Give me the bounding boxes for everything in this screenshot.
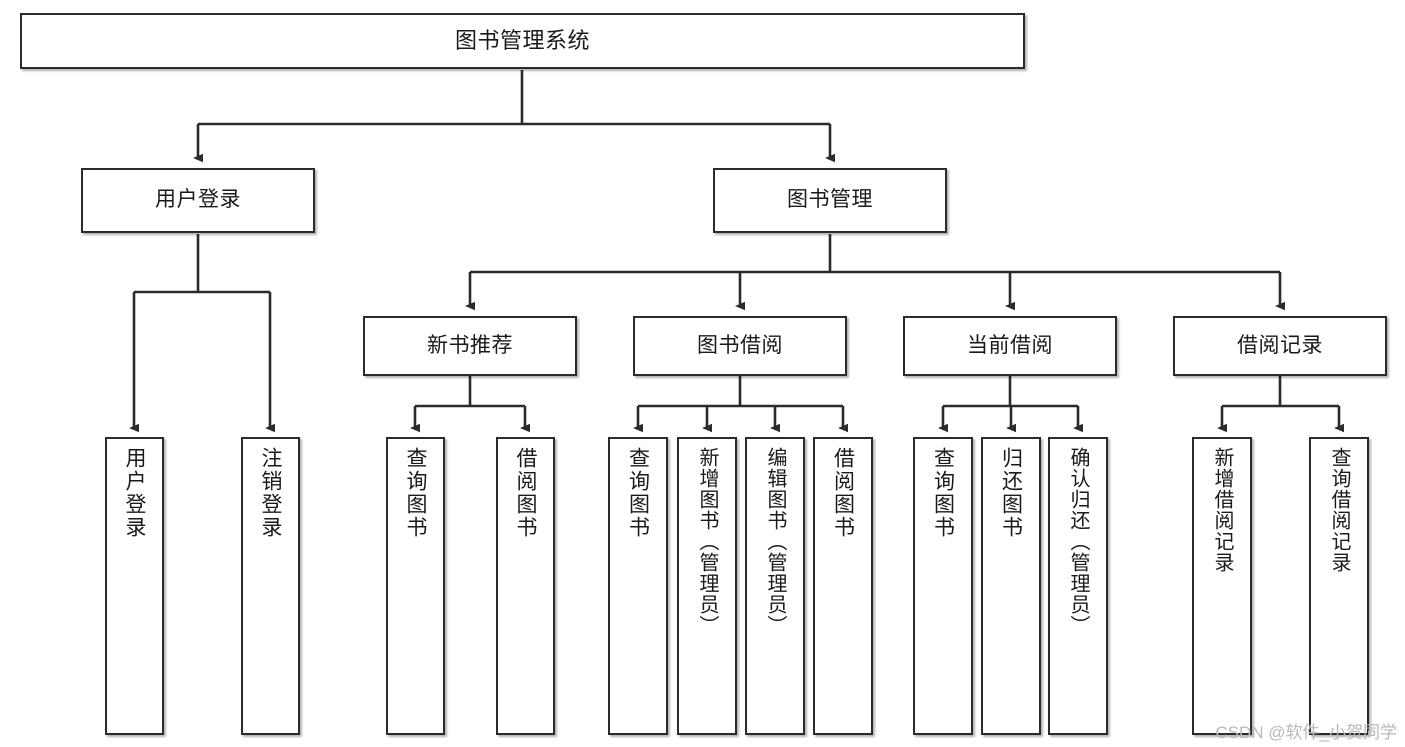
node-label: 查询图书 [404, 447, 427, 539]
node-label: 图书借阅 [697, 333, 783, 357]
node-label: 新书推荐 [427, 333, 513, 357]
node-leaf-add-borrow-record[interactable]: 新增借阅记录 [1192, 437, 1252, 735]
node-leaf-query-book-borrow[interactable]: 查询图书 [608, 437, 668, 735]
node-book-borrowing[interactable]: 图书借阅 [633, 316, 847, 376]
node-label: 查询图书 [931, 447, 955, 539]
node-leaf-borrow-book-borrow[interactable]: 借阅图书 [813, 437, 873, 735]
node-root-book-management-system[interactable]: 图书管理系统 [20, 13, 1025, 69]
node-book-management[interactable]: 图书管理 [713, 168, 947, 233]
node-new-book-recommendation[interactable]: 新书推荐 [363, 316, 577, 376]
node-label: 注销登录 [259, 447, 282, 539]
node-leaf-query-borrow-record[interactable]: 查询借阅记录 [1309, 437, 1369, 735]
node-leaf-borrow-book-recommend[interactable]: 借阅图书 [496, 437, 555, 735]
node-label: 借阅图书 [831, 447, 855, 539]
node-leaf-confirm-return-admin[interactable]: 确认归还（管理员） [1048, 437, 1108, 735]
node-label: 新增图书（管理员） [696, 447, 718, 636]
node-leaf-add-book-admin[interactable]: 新增图书（管理员） [677, 437, 737, 735]
node-label: 查询借阅记录 [1328, 447, 1350, 573]
node-label: 归还图书 [999, 447, 1023, 539]
node-label: 查询图书 [626, 447, 650, 539]
node-leaf-query-book-current[interactable]: 查询图书 [913, 437, 973, 735]
node-label: 用户登录 [155, 188, 241, 212]
node-label: 图书管理系统 [454, 28, 590, 54]
node-label: 借阅记录 [1237, 333, 1323, 357]
node-label: 借阅图书 [514, 447, 537, 539]
node-label: 图书管理 [787, 188, 873, 212]
node-user-login[interactable]: 用户登录 [81, 168, 315, 233]
node-label: 当前借阅 [967, 333, 1053, 357]
node-leaf-user-login[interactable]: 用户登录 [105, 437, 164, 735]
node-label: 确认归还（管理员） [1067, 447, 1089, 636]
node-leaf-query-book-recommend[interactable]: 查询图书 [386, 437, 445, 735]
node-borrowing-record[interactable]: 借阅记录 [1173, 316, 1387, 376]
node-label: 用户登录 [123, 447, 146, 539]
node-label: 新增借阅记录 [1211, 447, 1233, 573]
node-label: 编辑图书（管理员） [764, 447, 786, 636]
node-leaf-user-logout[interactable]: 注销登录 [241, 437, 300, 735]
csdn-watermark: CSDN @软件_小贺同学 [1215, 723, 1397, 742]
node-leaf-edit-book-admin[interactable]: 编辑图书（管理员） [745, 437, 805, 735]
node-current-borrowing[interactable]: 当前借阅 [903, 316, 1117, 376]
node-leaf-return-book[interactable]: 归还图书 [981, 437, 1041, 735]
